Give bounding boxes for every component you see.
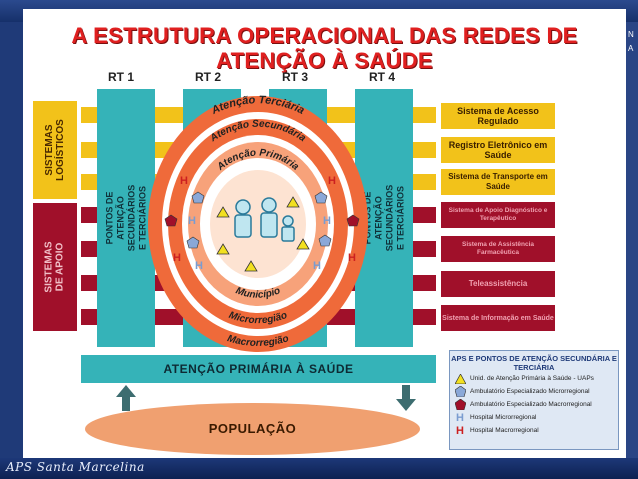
legend: APS E PONTOS DE ATENÇÃO SECUNDÁRIA E TER…: [449, 350, 619, 450]
footer-text: APS Santa Marcelina: [6, 460, 145, 474]
box-information-system: Sistema de Informação em Saúde: [441, 305, 555, 331]
hospital-macro-icon: H: [348, 252, 356, 264]
hospital-micro-icon: H: [456, 411, 464, 424]
box-diagnostic-support: Sistema de Apoio Diagnóstico e Terapêuti…: [441, 202, 555, 228]
rt-label-3: RT 3: [282, 70, 309, 84]
ring-label-microrregiao: Microrregião: [227, 310, 288, 326]
legend-item-uaps: Unid. de Atenção Primária à Saúde - UAPs: [454, 372, 618, 385]
primary-care-bar: ATENÇÃO PRIMÁRIA À SAÚDE: [81, 355, 436, 383]
svg-text:Macrorregião: Macrorregião: [226, 333, 290, 349]
legend-item-ambulatory-micro: Ambulatório Especializado Microrregional: [454, 385, 618, 398]
arrow-down-icon: [396, 385, 416, 411]
hospital-micro-icon: H: [195, 260, 203, 272]
ring-core: [210, 170, 306, 278]
legend-item-hospital-macro: H Hospital Macrorregional: [454, 424, 618, 437]
logistic-systems-box: SISTEMAS LOGÍSTICOS: [33, 101, 77, 199]
pentagon-icon: [454, 386, 466, 398]
ambulatory-micro-icons: [186, 191, 332, 249]
legend-item-label: Hospital Microrregional: [470, 414, 537, 421]
ring-label-municipio: Município: [234, 285, 282, 300]
hospital-macro-icon: H: [456, 424, 464, 437]
title-line-2: ATENÇÃO À SAÚDE: [216, 48, 433, 73]
legend-item-ambulatory-macro: Ambulatório Especializado Macrorregional: [454, 398, 618, 411]
legend-item-label: Ambulatório Especializado Microrregional: [470, 388, 590, 395]
box-pharmaceutical: Sistema de Assistência Farmacêutica: [441, 236, 555, 262]
hospital-macro-icon: H: [173, 252, 181, 264]
support-systems-box: SISTEMAS DE APOIO: [33, 203, 77, 331]
pillar-left-label: PONTOS DE ATENÇÃO SECUNDÁRIOS E TERCIÁRI…: [104, 184, 148, 252]
rt-label-4: RT 4: [369, 70, 396, 84]
slide: A ESTRUTURA OPERACIONAL DAS REDES DE ATE…: [23, 9, 626, 458]
hospital-micro-icon: H: [323, 215, 331, 227]
ring-label-macrorregiao: Macrorregião: [226, 333, 290, 349]
hospital-micro-icon: H: [313, 260, 321, 272]
legend-item-hospital-micro: H Hospital Microrregional: [454, 411, 618, 424]
pentagon-macro-icon: [454, 399, 466, 411]
legend-item-label: Unid. de Atenção Primária à Saúde - UAPs: [470, 375, 594, 382]
support-systems-label: SISTEMAS DE APOIO: [44, 241, 66, 293]
hospital-macro-icon: H: [328, 175, 336, 187]
hospital-micro-icon: H: [188, 215, 196, 227]
rt-label-1: RT 1: [108, 70, 135, 84]
logistic-systems-label: SISTEMAS LOGÍSTICOS: [44, 119, 67, 181]
arrow-up-icon: [116, 385, 136, 411]
hospital-macro-icon: H: [180, 175, 188, 187]
svg-text:Microrregião: Microrregião: [227, 310, 288, 326]
box-electronic-record: Registro Eletrônico em Saúde: [441, 137, 555, 163]
footer-bar: [0, 458, 638, 479]
pillar-left: PONTOS DE ATENÇÃO SECUNDÁRIOS E TERCIÁRI…: [97, 89, 155, 347]
family-icon: [234, 197, 295, 242]
box-transport: Sistema de Transporte em Saúde: [441, 169, 555, 195]
uaps-icons: [216, 196, 310, 272]
svg-text:Município: Município: [234, 285, 282, 300]
legend-title: APS E PONTOS DE ATENÇÃO SECUNDÁRIA E TER…: [451, 354, 617, 372]
legend-item-label: Hospital Macrorregional: [470, 427, 539, 434]
population-ellipse: POPULAÇÃO: [85, 403, 420, 455]
title-line-1: A ESTRUTURA OPERACIONAL DAS REDES DE: [71, 23, 578, 48]
triangle-icon: [454, 373, 466, 385]
box-teleassistance: Teleassistência: [441, 271, 555, 297]
box-access-regulated: Sistema de Acesso Regulado: [441, 103, 555, 129]
rt-label-2: RT 2: [195, 70, 222, 84]
rings-diagram: Atenção Terciária Atenção Secundária Ate…: [148, 94, 368, 352]
legend-item-label: Ambulatório Especializado Macrorregional: [470, 401, 592, 408]
ambulatory-macro-icons: [164, 214, 360, 227]
